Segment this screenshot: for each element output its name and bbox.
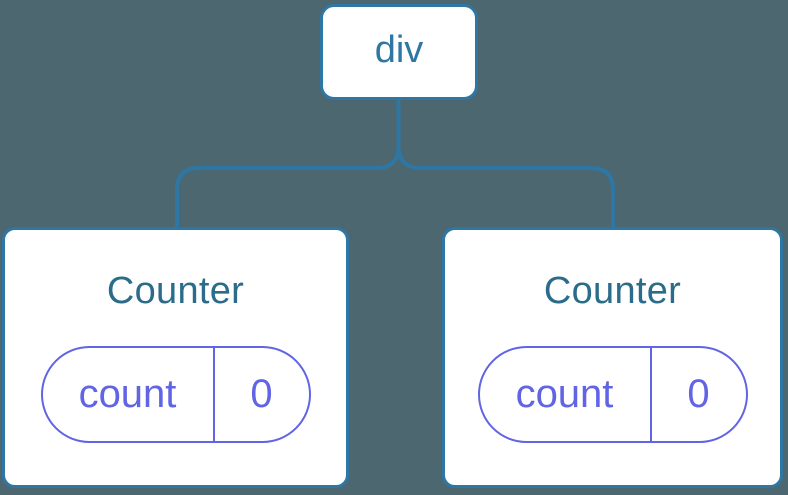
root-node-label: div [374,29,424,71]
state-key-label: count [480,348,652,441]
state-key-label: count [43,348,215,441]
state-pill: count 0 [477,346,748,443]
counter-component-node-right: Counter count 0 [442,227,783,488]
state-value: 0 [250,372,273,416]
connector-right-branch [396,98,615,232]
counter-component-node-left: Counter count 0 [2,227,349,488]
state-value: 0 [687,372,710,416]
connector-left-branch [175,98,401,232]
component-title: Counter [106,270,245,312]
state-pill: count 0 [40,346,311,443]
component-title: Counter [543,270,682,312]
root-node-div: div [320,4,478,100]
